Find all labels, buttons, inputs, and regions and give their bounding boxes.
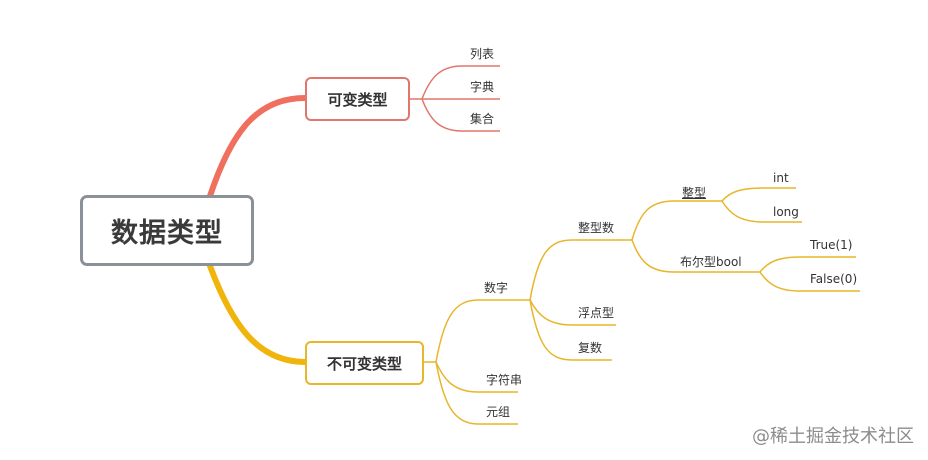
node-integer: 整型数 (578, 221, 615, 235)
node-int-type: 整型 (682, 186, 707, 200)
connector-root-immutable (207, 263, 308, 365)
node-number: 数字 (484, 281, 509, 295)
leaf-list: 列表 (470, 47, 495, 61)
leaf-false: False(0) (810, 272, 858, 286)
leaf-complex: 复数 (578, 341, 603, 355)
leaf-set: 集合 (470, 112, 495, 126)
leaf-dict: 字典 (470, 80, 495, 94)
leaf-long: long (773, 205, 799, 219)
mutable-type-node: 可变类型 (305, 77, 410, 121)
connector-root-mutable (207, 95, 308, 199)
leaf-true: True(1) (810, 238, 853, 252)
leaf-float: 浮点型 (578, 306, 615, 320)
watermark: @稀土掘金技术社区 (752, 426, 914, 447)
connectors-mutable-children (410, 65, 500, 132)
root-node: 数据类型 (80, 195, 254, 266)
node-bool-type: 布尔型bool (680, 255, 742, 269)
leaf-tuple: 元组 (486, 405, 511, 419)
leaf-string: 字符串 (486, 373, 523, 387)
immutable-type-node: 不可变类型 (305, 341, 424, 385)
connectors-immutable-children (424, 187, 860, 425)
leaf-int: int (773, 171, 789, 185)
